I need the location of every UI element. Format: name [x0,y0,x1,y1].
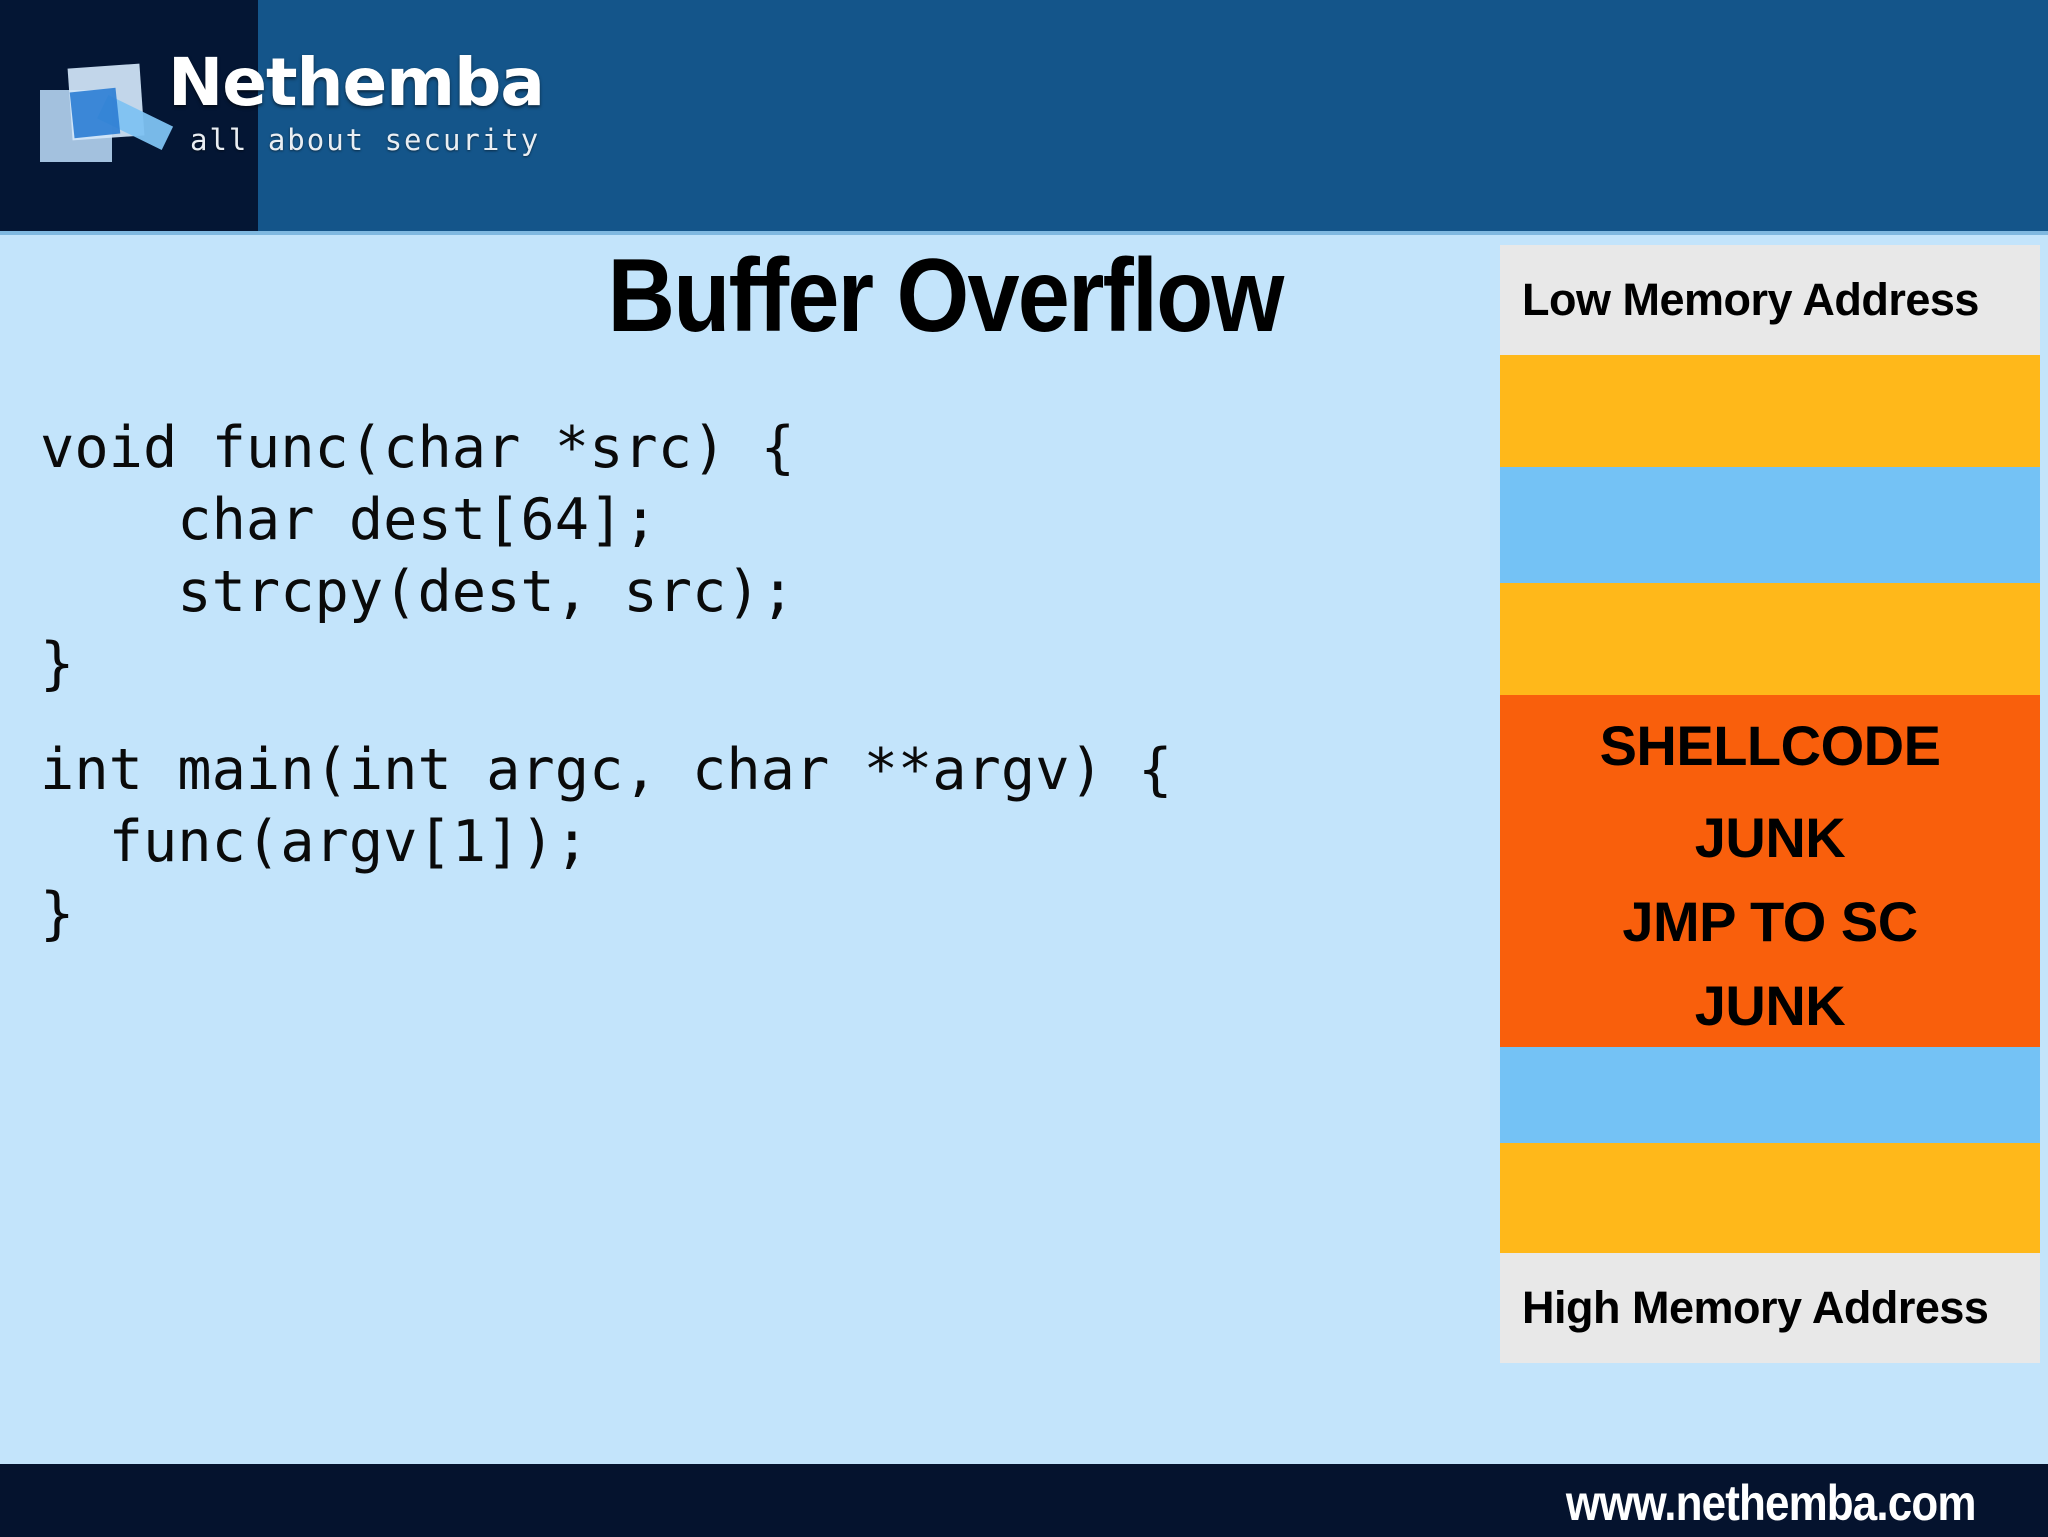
memory-block-orange-8 [1500,1143,2040,1253]
logo-wordmark: Nethemba [168,44,545,121]
memory-block-blue-7 [1500,1047,2040,1143]
header-divider-rule [0,231,2048,235]
memory-block-junk: JUNK [1500,795,2040,879]
memory-block-junk: JUNK [1500,963,2040,1047]
footer-website-url: www.nethemba.com [1566,1475,1977,1531]
memory-block-orange-2 [1500,583,2040,695]
memory-block-label: JUNK [1694,973,1846,1037]
memory-block-jmp-to-sc: JMP TO SC [1500,879,2040,963]
low-memory-address-label-text: Low Memory Address [1522,274,1979,325]
code-main-line-2: } [40,881,75,947]
high-memory-address-label: High Memory Address [1500,1253,2040,1363]
page-title: Buffer Overflow [607,238,1284,354]
high-memory-address-label-text: High Memory Address [1522,1282,1989,1333]
memory-block-label: SHELLCODE [1599,713,1941,777]
memory-block-label: JUNK [1694,805,1846,869]
memory-block-blue-1 [1500,467,2040,583]
memory-block-shellcode: SHELLCODE [1500,695,2040,795]
code-block-func: void func(char *src) { char dest[64]; st… [40,420,1130,708]
nethemba-logo-icon [34,52,194,172]
footer-band [0,1464,2048,1537]
memory-block-label: JMP TO SC [1622,889,1918,953]
code-func-line-0: void func(char *src) { [40,415,795,481]
code-func-line-1: char dest[64]; [40,487,658,553]
code-main-line-1: func(argv[1]); [40,809,590,875]
low-memory-address-label: Low Memory Address [1500,245,2040,355]
code-func-line-3: } [40,631,75,697]
code-func-line-2: strcpy(dest, src); [40,559,795,625]
memory-block-orange-0 [1500,355,2040,467]
code-main-line-0: int main(int argc, char **argv) { [40,737,1173,803]
code-block-main: int main(int argc, char **argv) { func(a… [40,737,1173,958]
logo-tagline: all about security [190,123,541,157]
